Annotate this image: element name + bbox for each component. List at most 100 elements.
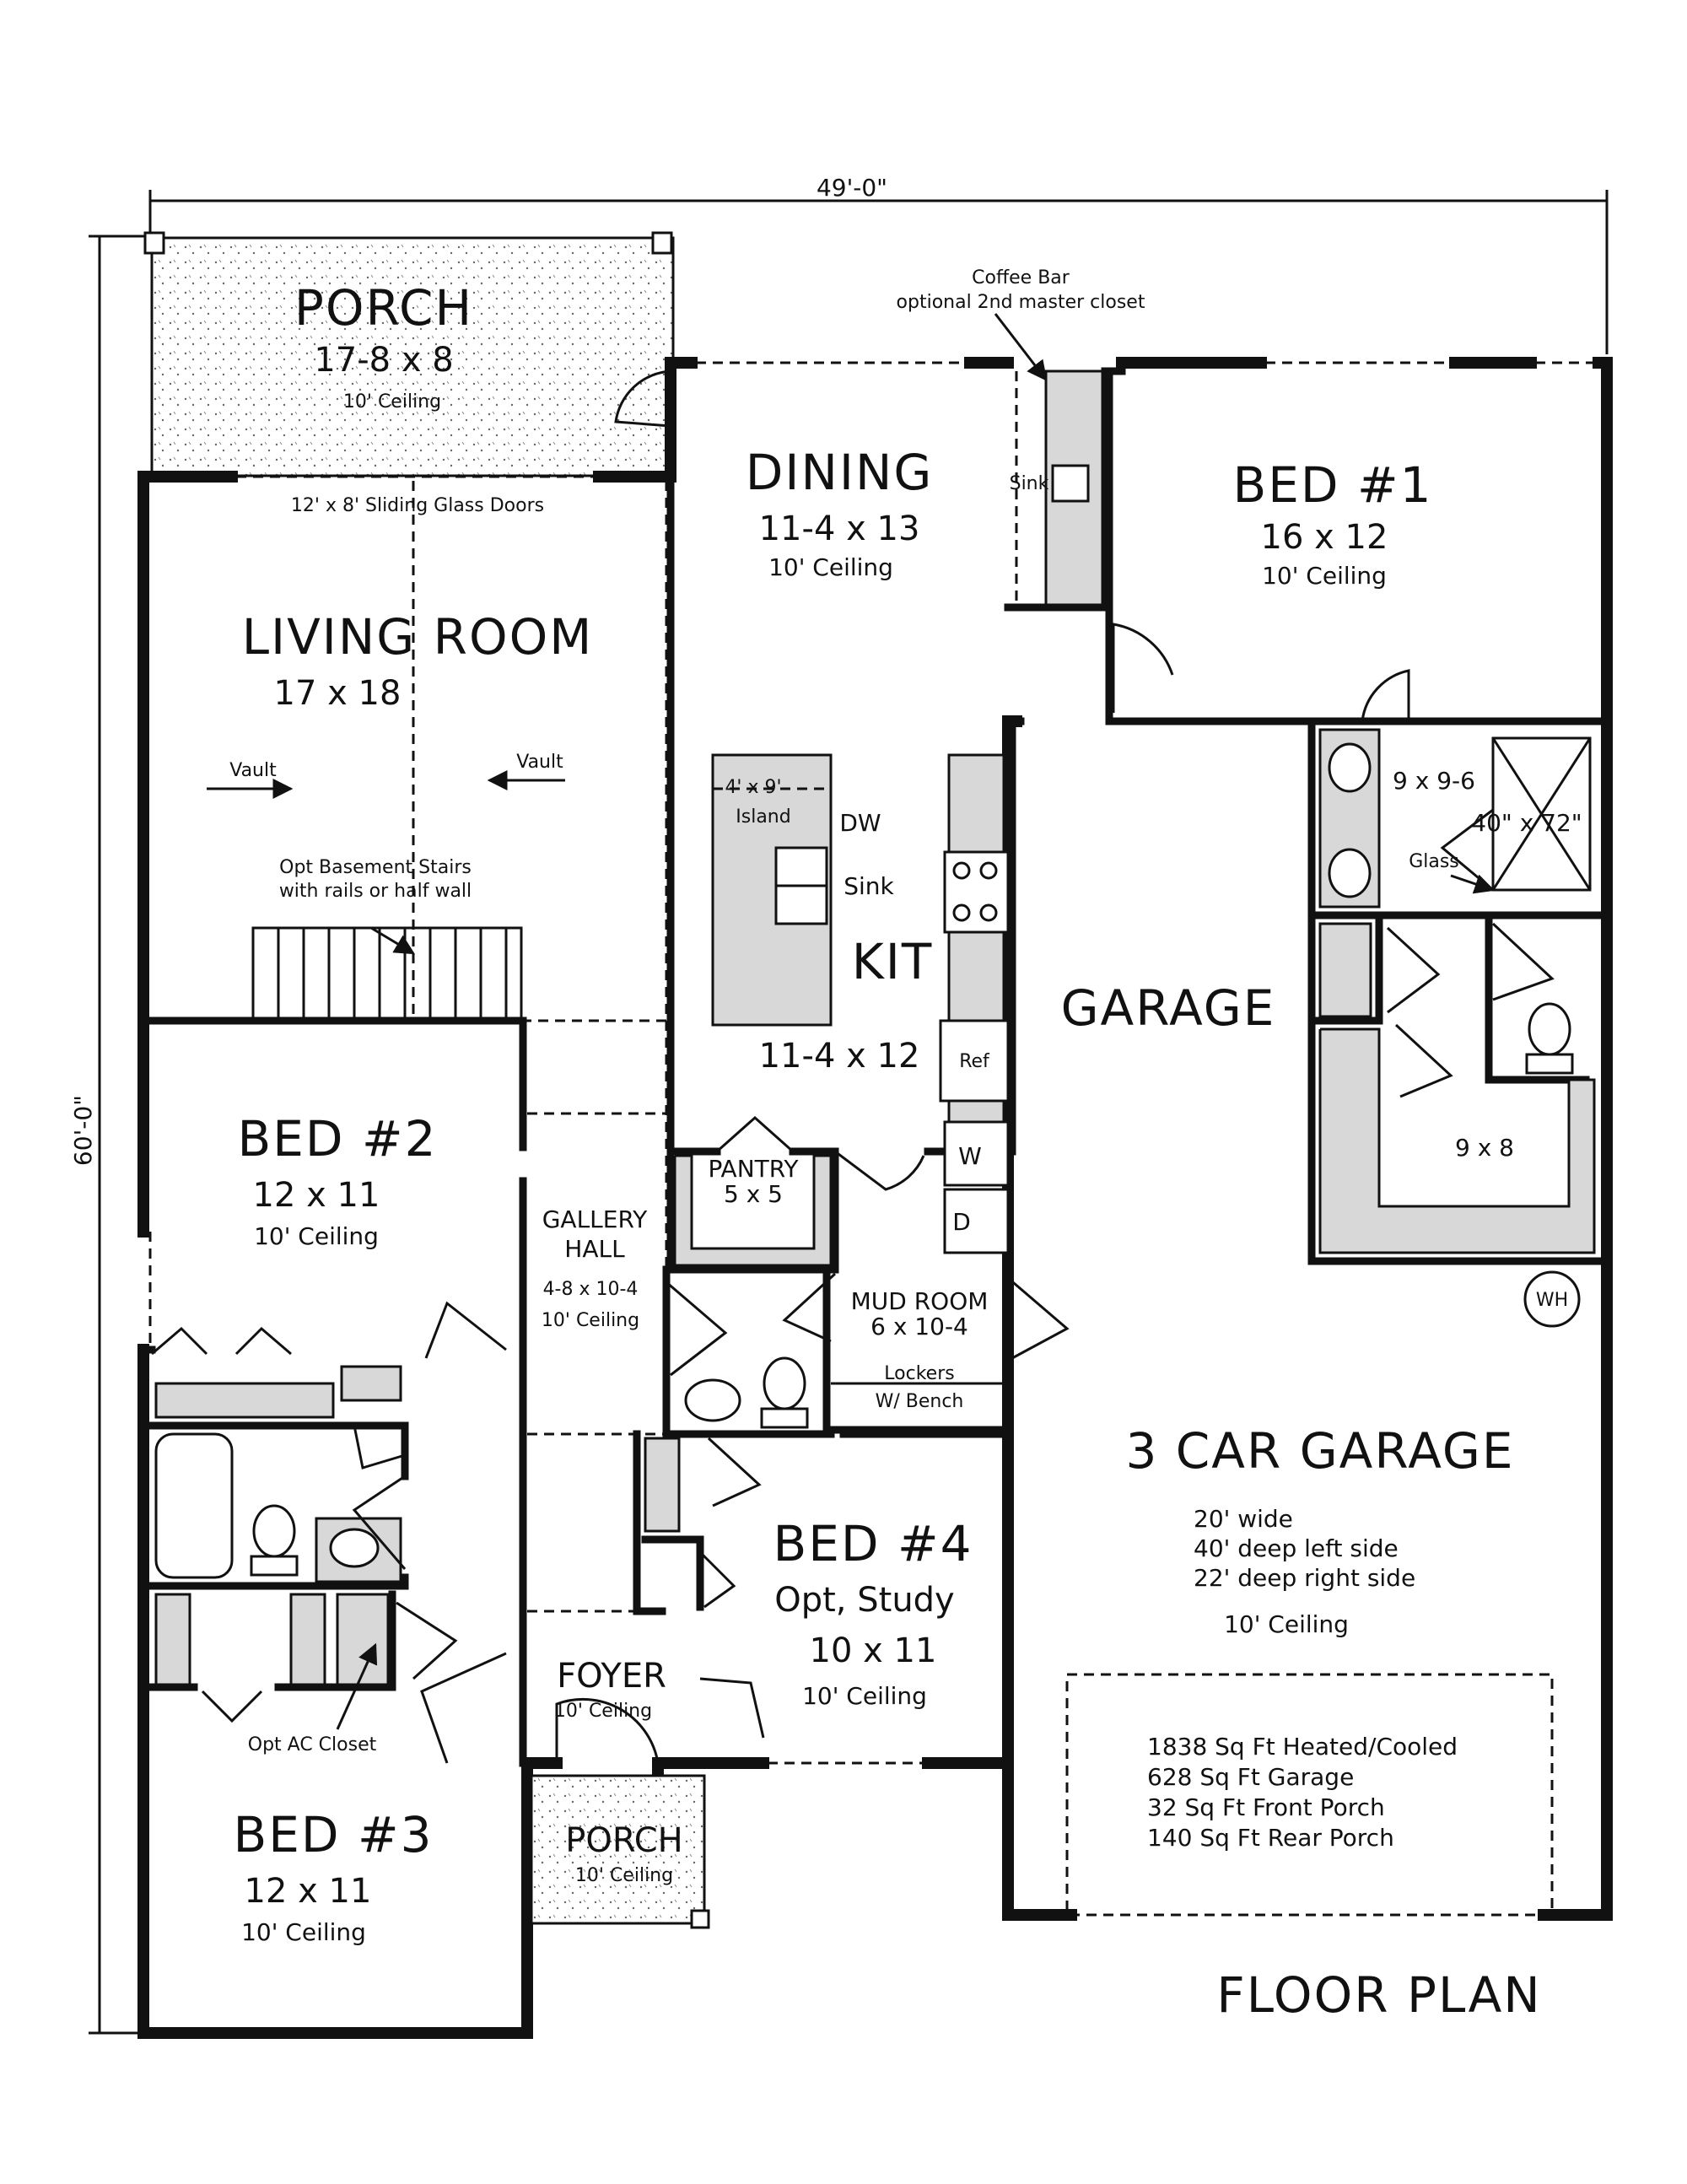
- dryer: [943, 1188, 1010, 1254]
- kitchen-name: KIT: [852, 933, 934, 990]
- powder-sink: [684, 1378, 741, 1422]
- pantry-door-swing: [716, 1115, 794, 1153]
- bed2-name: BED #2: [237, 1110, 437, 1167]
- hall-sink: [329, 1528, 380, 1568]
- dishwasher-label: DW: [839, 809, 881, 837]
- hall-toilet-bowl: [252, 1504, 296, 1558]
- front-door-swing: [555, 1697, 660, 1764]
- front-porch-slab: [530, 1774, 706, 1925]
- bed2-closet-door-swing: [151, 1326, 208, 1356]
- bed2-closet-shelf: [154, 1382, 335, 1419]
- vault-left-label: Vault: [229, 760, 277, 781]
- bed4-sub: Opt, Study: [774, 1581, 954, 1620]
- bed4-closet-shelf: [644, 1437, 681, 1533]
- range-burner: [979, 903, 998, 922]
- bed1-name: BED #1: [1232, 456, 1432, 514]
- bed2-door-swing: [424, 1301, 507, 1359]
- mud-room-name: MUD ROOM: [851, 1287, 989, 1315]
- water-heater: [1523, 1270, 1581, 1328]
- bed1-door-swing: [1112, 623, 1174, 713]
- foyer-name: FOYER: [557, 1657, 666, 1696]
- garage-label: GARAGE: [1061, 979, 1276, 1037]
- shower-door-swing: [1440, 808, 1494, 892]
- coffee-bar-label: Coffee Bar: [972, 267, 1070, 289]
- mud-door-swing-right: [1007, 1276, 1070, 1360]
- front-porch-ceiling: 10' Ceiling: [575, 1865, 673, 1886]
- area-line-2: 628 Sq Ft Garage: [1147, 1763, 1354, 1791]
- area-line-4: 140 Sq Ft Rear Porch: [1147, 1824, 1394, 1852]
- rear-door-swing: [614, 369, 671, 428]
- ac-closet-label: Opt AC Closet: [248, 1734, 377, 1755]
- master-bath-door-swing: [1361, 669, 1410, 722]
- laundry-door-swing: [834, 1150, 925, 1191]
- garage3-note-1: 20' wide: [1194, 1505, 1293, 1533]
- garage3-note-3: 22' deep right side: [1194, 1564, 1415, 1592]
- porch-post: [143, 231, 165, 255]
- kitchen-size: 11-4 x 12: [759, 1037, 920, 1076]
- range-burner: [952, 861, 971, 880]
- living-room-name: LIVING ROOM: [242, 608, 594, 666]
- garage-door-opening: [1065, 1673, 1554, 1917]
- stairs-note-1: Opt Basement Stairs: [279, 857, 472, 878]
- basement-stairs: [251, 926, 523, 1022]
- linen-shelf: [1318, 922, 1372, 1018]
- bed2-ceiling: 10' Ceiling: [254, 1222, 379, 1250]
- mud-door-swing-left: [782, 1272, 837, 1343]
- sliding-doors-label: 12' x 8' Sliding Glass Doors: [291, 495, 544, 516]
- powder-toilet-tank: [760, 1407, 809, 1429]
- garage3-note-2: 40' deep left side: [1194, 1534, 1399, 1562]
- range-burner: [979, 861, 998, 880]
- coffee-bar-sink: [1051, 464, 1090, 503]
- foyer-ceiling: 10' Ceiling: [554, 1701, 652, 1722]
- refrigerator-label: Ref: [959, 1051, 990, 1072]
- dryer-label: D: [952, 1208, 971, 1236]
- bed4-ceiling: 10' Ceiling: [802, 1682, 927, 1710]
- plan-title: FLOOR PLAN: [1216, 1966, 1541, 2024]
- kitchen-sink-label: Sink: [844, 872, 894, 900]
- foyer-bed4-door-swing: [699, 1677, 765, 1739]
- porch-post: [651, 231, 673, 255]
- vanity-sink: [1328, 742, 1372, 793]
- dining-ceiling: 10' Ceiling: [768, 553, 893, 581]
- area-line-1: 1838 Sq Ft Heated/Cooled: [1147, 1733, 1458, 1761]
- wc-toilet-bowl: [1528, 1002, 1571, 1056]
- water-heater-label: WH: [1536, 1290, 1568, 1311]
- overall-width-dimension: 49'-0": [148, 174, 1609, 354]
- overall-depth-dimension: 60'-0": [69, 235, 148, 2035]
- bed2-closet-door-swing: [234, 1326, 292, 1356]
- bed1-ceiling: 10' Ceiling: [1262, 562, 1387, 590]
- rear-porch-name: PORCH: [294, 279, 473, 337]
- bed3-size: 12 x 11: [245, 1872, 372, 1911]
- bed4-closet-door-swing: [698, 1550, 736, 1609]
- vault-right-label: Vault: [516, 752, 563, 773]
- porch-post: [690, 1909, 710, 1929]
- pantry-size: 5 x 5: [724, 1180, 783, 1208]
- wc-toilet-tank: [1525, 1053, 1574, 1075]
- dining-size: 11-4 x 13: [759, 510, 920, 548]
- bed3-closet-shelf: [154, 1593, 191, 1689]
- vanity-sink: [1328, 848, 1372, 898]
- master-bath-size: 9 x 9-6: [1393, 767, 1475, 795]
- bed3-door-swing: [420, 1652, 507, 1764]
- front-porch-name: PORCH: [565, 1821, 682, 1860]
- rear-porch-size: 17-8 x 8: [314, 341, 453, 380]
- rear-porch-ceiling: 10' Ceiling: [343, 391, 441, 413]
- wc-door-swing: [1491, 922, 1555, 1001]
- lockers-label: Lockers: [884, 1363, 954, 1384]
- range: [943, 850, 1010, 934]
- bed1-size: 16 x 12: [1261, 518, 1388, 557]
- refrigerator: [939, 1019, 1010, 1103]
- overall-width-label: 49'-0": [817, 174, 887, 202]
- bench-label: W/ Bench: [876, 1391, 964, 1412]
- master-closet-size: 9 x 8: [1455, 1134, 1514, 1162]
- coffee-bar-note: optional 2nd master closet: [897, 292, 1145, 313]
- island-label: Island: [736, 806, 790, 828]
- bed2-size: 12 x 11: [253, 1176, 380, 1215]
- linen-door-swing-hall: [353, 1425, 406, 1469]
- bed4-door-swing: [707, 1437, 762, 1507]
- washer: [943, 1120, 1010, 1187]
- hall-toilet-tank: [250, 1555, 299, 1577]
- bed3-ceiling: 10' Ceiling: [241, 1918, 366, 1946]
- dining-name: DINING: [746, 444, 934, 501]
